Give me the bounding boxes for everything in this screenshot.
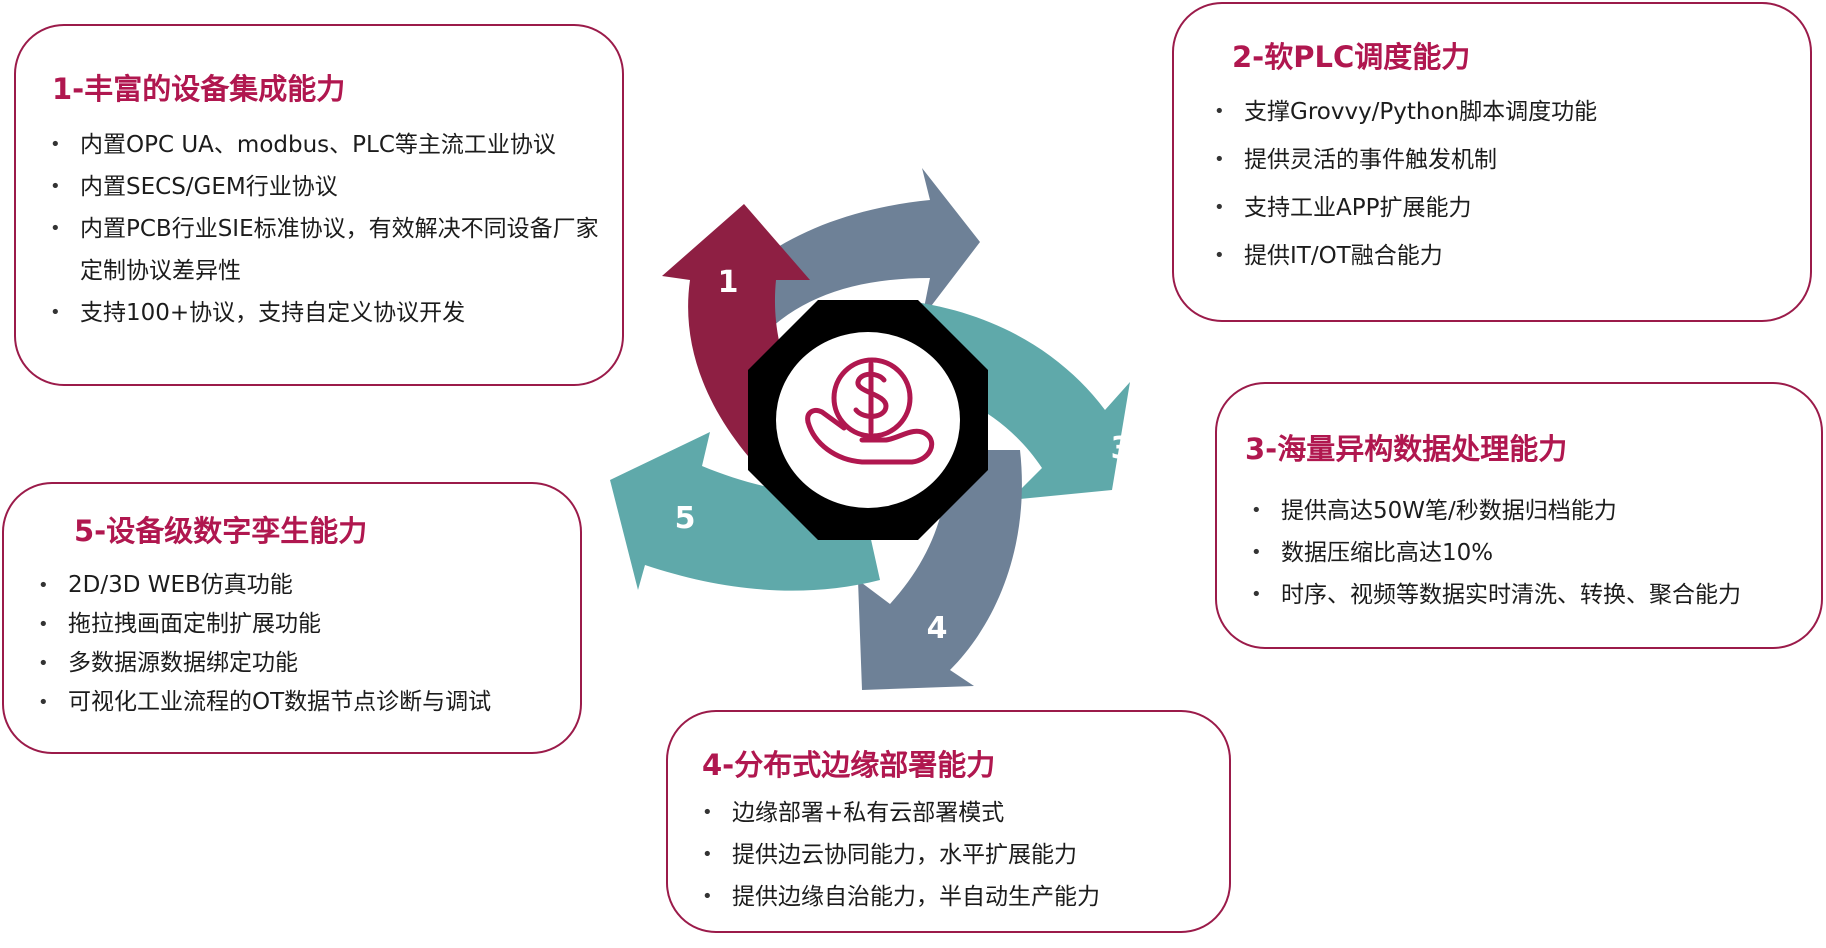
card-list: 2D/3D WEB仿真功能 拖拉拽画面定制扩展功能 多数据源数据绑定功能 可视化… xyxy=(34,566,491,722)
list-item: 提供灵活的事件触发机制 xyxy=(1210,136,1597,184)
money-hand-icon xyxy=(805,357,935,465)
card-title: 2-软PLC调度能力 xyxy=(1232,40,1471,74)
list-item: 可视化工业流程的OT数据节点诊断与调试 xyxy=(34,683,491,722)
cycle-diagram: 1 2 3 4 5 xyxy=(610,168,1132,690)
arrow-number-3: 3 xyxy=(1111,431,1132,466)
card-title: 3-海量异构数据处理能力 xyxy=(1245,432,1568,466)
arrow-number-1: 1 xyxy=(718,265,739,300)
list-item: 内置SECS/GEM行业协议 xyxy=(46,166,600,208)
arrow-5 xyxy=(610,432,880,591)
card-list: 支撑Grovvy/Python脚本调度功能 提供灵活的事件触发机制 支持工业AP… xyxy=(1210,88,1597,280)
list-item: 支撑Grovvy/Python脚本调度功能 xyxy=(1210,88,1597,136)
list-item: 数据压缩比高达10% xyxy=(1247,532,1741,574)
list-item: 提供边缘自治能力，半自动生产能力 xyxy=(698,876,1100,918)
capability-card-5: 5-设备级数字孪生能力 2D/3D WEB仿真功能 拖拉拽画面定制扩展功能 多数… xyxy=(2,482,582,754)
list-item: 支持100+协议，支持自定义协议开发 xyxy=(46,292,600,334)
capability-card-2: 2-软PLC调度能力 支撑Grovvy/Python脚本调度功能 提供灵活的事件… xyxy=(1172,2,1812,322)
arrow-number-4: 4 xyxy=(927,611,948,646)
list-item: 边缘部署+私有云部署模式 xyxy=(698,792,1100,834)
list-item: 2D/3D WEB仿真功能 xyxy=(34,566,491,605)
card-list: 边缘部署+私有云部署模式 提供边云协同能力，水平扩展能力 提供边缘自治能力，半自… xyxy=(698,792,1100,918)
card-list: 内置OPC UA、modbus、PLC等主流工业协议 内置SECS/GEM行业协… xyxy=(46,124,600,334)
card-title: 1-丰富的设备集成能力 xyxy=(52,72,346,106)
arrow-number-5: 5 xyxy=(675,501,696,536)
list-item: 拖拉拽画面定制扩展功能 xyxy=(34,605,491,644)
list-item: 多数据源数据绑定功能 xyxy=(34,644,491,683)
card-list: 提供高达50W笔/秒数据归档能力 数据压缩比高达10% 时序、视频等数据实时清洗… xyxy=(1247,490,1741,616)
list-item: 时序、视频等数据实时清洗、转换、聚合能力 xyxy=(1247,574,1741,616)
card-title: 4-分布式边缘部署能力 xyxy=(702,748,996,782)
arrow-number-2: 2 xyxy=(984,229,1005,264)
list-item: 支持工业APP扩展能力 xyxy=(1210,184,1597,232)
capability-card-4: 4-分布式边缘部署能力 边缘部署+私有云部署模式 提供边云协同能力，水平扩展能力… xyxy=(666,710,1231,933)
card-title: 5-设备级数字孪生能力 xyxy=(74,514,368,548)
list-item: 提供高达50W笔/秒数据归档能力 xyxy=(1247,490,1741,532)
list-item: 提供边云协同能力，水平扩展能力 xyxy=(698,834,1100,876)
arrow-4 xyxy=(858,450,1022,690)
list-item: 内置PCB行业SIE标准协议，有效解决不同设备厂家定制协议差异性 xyxy=(46,208,600,292)
list-item: 提供IT/OT融合能力 xyxy=(1210,232,1597,280)
list-item: 内置OPC UA、modbus、PLC等主流工业协议 xyxy=(46,124,600,166)
capability-card-3: 3-海量异构数据处理能力 提供高达50W笔/秒数据归档能力 数据压缩比高达10%… xyxy=(1215,382,1823,649)
arrow-2 xyxy=(710,168,980,350)
capability-card-1: 1-丰富的设备集成能力 内置OPC UA、modbus、PLC等主流工业协议 内… xyxy=(14,24,624,386)
